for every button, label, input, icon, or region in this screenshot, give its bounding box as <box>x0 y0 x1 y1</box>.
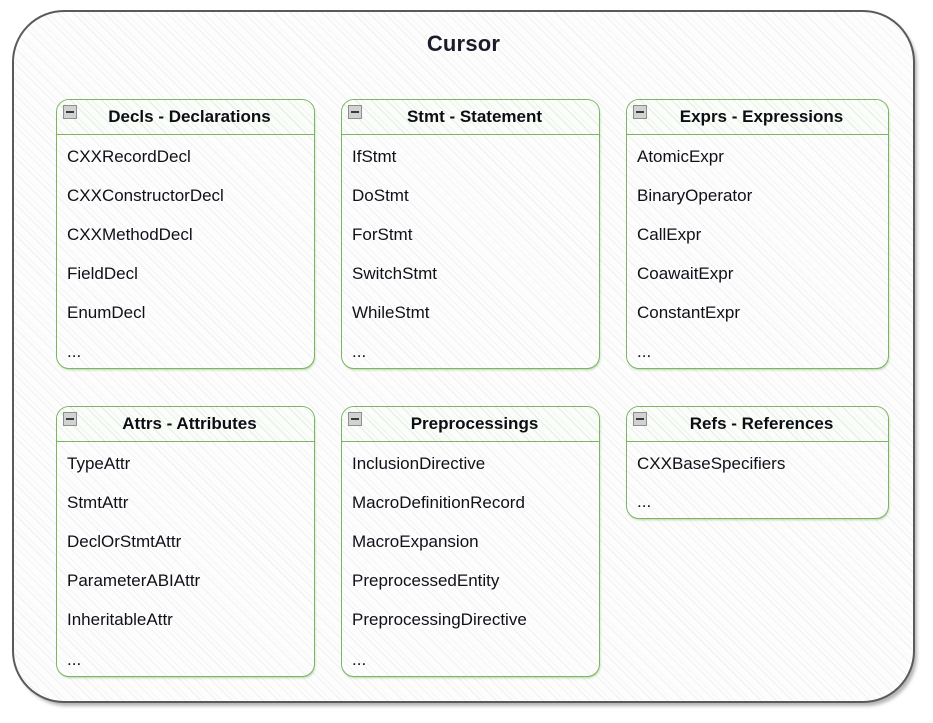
list-item[interactable]: InclusionDirective <box>352 454 486 473</box>
list-item[interactable]: DoStmt <box>352 186 409 205</box>
package-refs[interactable]: Refs - References CXXBaseSpecifiers ... <box>626 406 889 519</box>
list-item[interactable]: AtomicExpr <box>637 147 724 166</box>
package-body-exprs: AtomicExpr BinaryOperator CallExpr Coawa… <box>627 135 888 368</box>
package-attrs[interactable]: Attrs - Attributes TypeAttr StmtAttr Dec… <box>56 406 315 677</box>
list-item[interactable]: CXXConstructorDecl <box>67 186 224 205</box>
list-item-more: ... <box>352 342 367 361</box>
list-item-more: ... <box>67 650 82 669</box>
list-item-more: ... <box>67 342 82 361</box>
list-item-more: ... <box>637 342 652 361</box>
package-header-refs: Refs - References <box>627 407 888 442</box>
package-title-refs: Refs - References <box>689 414 834 433</box>
minus-square-icon[interactable] <box>348 105 362 119</box>
list-item[interactable]: CXXMethodDecl <box>67 225 193 244</box>
minus-square-icon[interactable] <box>348 412 362 426</box>
list-item[interactable]: TypeAttr <box>67 454 131 473</box>
minus-square-icon[interactable] <box>63 105 77 119</box>
package-header-stmt: Stmt - Statement <box>342 100 599 135</box>
list-item[interactable]: CoawaitExpr <box>637 264 734 283</box>
minus-square-icon[interactable] <box>633 412 647 426</box>
minus-square-icon[interactable] <box>633 105 647 119</box>
package-title-decls: Decls - Declarations <box>108 107 271 126</box>
list-item[interactable]: DeclOrStmtAttr <box>67 532 182 551</box>
list-item[interactable]: CallExpr <box>637 225 702 244</box>
list-item[interactable]: ForStmt <box>352 225 413 244</box>
package-header-preprocessings: Preprocessings <box>342 407 599 442</box>
list-item-more: ... <box>352 650 367 669</box>
cursor-package-frame[interactable]: Cursor Decls - Declarations CXXRecordDec… <box>12 10 915 703</box>
list-item[interactable]: FieldDecl <box>67 264 138 283</box>
list-item[interactable]: IfStmt <box>352 147 397 166</box>
package-title-attrs: Attrs - Attributes <box>122 414 257 433</box>
list-item[interactable]: CXXRecordDecl <box>67 147 191 166</box>
package-body-stmt: IfStmt DoStmt ForStmt SwitchStmt WhileSt… <box>342 135 599 368</box>
package-decls[interactable]: Decls - Declarations CXXRecordDecl CXXCo… <box>56 99 315 369</box>
minus-square-icon[interactable] <box>63 412 77 426</box>
package-header-exprs: Exprs - Expressions <box>627 100 888 135</box>
list-item[interactable]: StmtAttr <box>67 493 129 512</box>
package-stmt[interactable]: Stmt - Statement IfStmt DoStmt ForStmt S… <box>341 99 600 369</box>
list-item[interactable]: MacroExpansion <box>352 532 479 551</box>
list-item[interactable]: WhileStmt <box>352 303 430 322</box>
package-body-decls: CXXRecordDecl CXXConstructorDecl CXXMeth… <box>57 135 314 368</box>
package-title-preprocessings: Preprocessings <box>410 414 539 433</box>
list-item[interactable]: ParameterABIAttr <box>67 571 201 590</box>
package-exprs[interactable]: Exprs - Expressions AtomicExpr BinaryOpe… <box>626 99 889 369</box>
package-header-decls: Decls - Declarations <box>57 100 314 135</box>
list-item[interactable]: MacroDefinitionRecord <box>352 493 525 512</box>
package-title-stmt: Stmt - Statement <box>406 107 543 126</box>
list-item[interactable]: CXXBaseSpecifiers <box>637 454 786 473</box>
list-item[interactable]: EnumDecl <box>67 303 146 322</box>
list-item[interactable]: BinaryOperator <box>637 186 753 205</box>
package-body-refs: CXXBaseSpecifiers ... <box>627 442 888 518</box>
list-item[interactable]: ConstantExpr <box>637 303 740 322</box>
package-body-preprocessings: InclusionDirective MacroDefinitionRecord… <box>342 442 599 676</box>
list-item[interactable]: InheritableAttr <box>67 610 173 629</box>
list-item[interactable]: PreprocessedEntity <box>352 571 500 590</box>
package-preprocessings[interactable]: Preprocessings InclusionDirective MacroD… <box>341 406 600 677</box>
list-item[interactable]: SwitchStmt <box>352 264 438 283</box>
package-title-exprs: Exprs - Expressions <box>679 107 844 126</box>
list-item[interactable]: PreprocessingDirective <box>352 610 527 629</box>
list-item-more: ... <box>637 492 652 511</box>
page-title: Cursor <box>426 31 501 56</box>
package-header-attrs: Attrs - Attributes <box>57 407 314 442</box>
package-body-attrs: TypeAttr StmtAttr DeclOrStmtAttr Paramet… <box>57 442 314 676</box>
